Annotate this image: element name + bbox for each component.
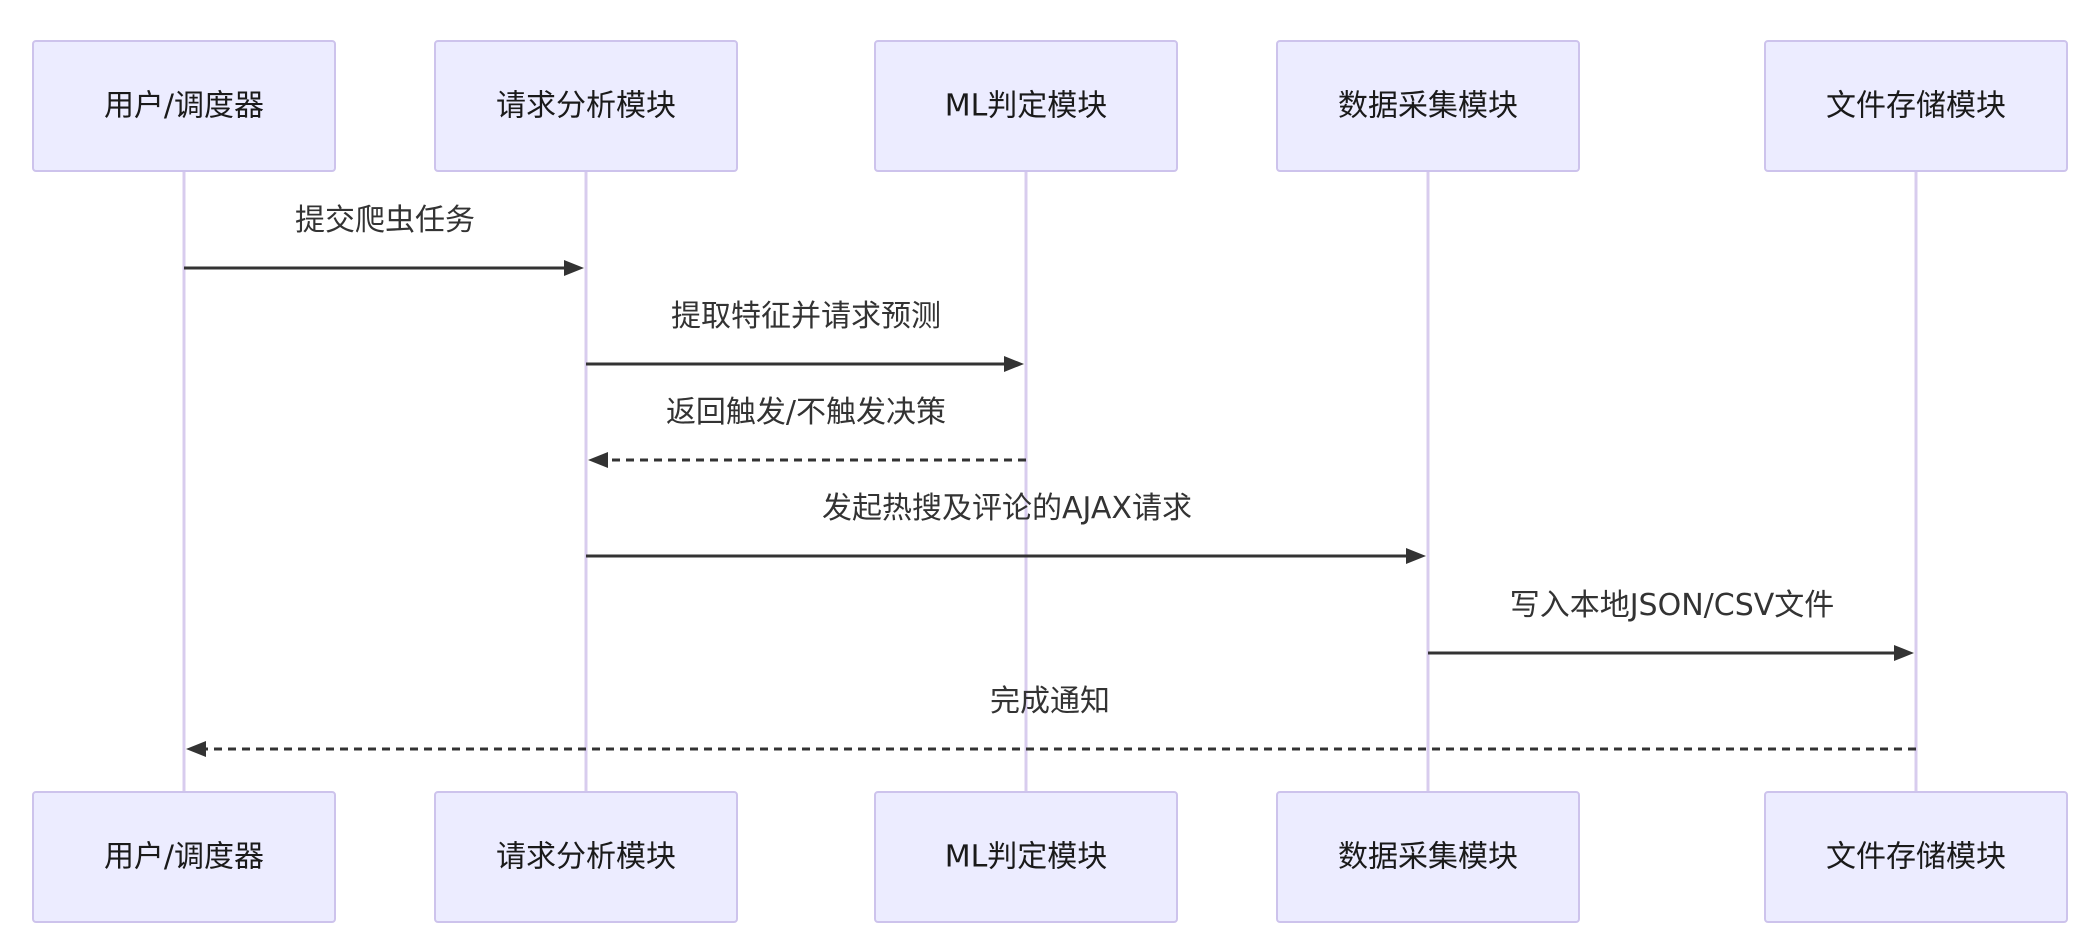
actor-label: 用户/调度器 — [104, 89, 264, 124]
actors-bottom: 用户/调度器 请求分析模块 ML判定模块 数据采集模块 文件存储模块 — [32, 791, 2068, 923]
actor-box — [1764, 40, 2068, 172]
actor-box — [32, 40, 336, 172]
actor-box — [434, 40, 738, 172]
actor-label: 请求分析模块 — [496, 840, 676, 875]
arrowhead-icon — [564, 260, 584, 276]
message-label: 完成通知 — [990, 684, 1110, 719]
arrowhead-icon — [1406, 548, 1426, 564]
actor-label: 文件存储模块 — [1826, 89, 2006, 124]
message-label: 提交爬虫任务 — [295, 203, 475, 238]
actor-user-bottom: 用户/调度器 — [32, 791, 336, 923]
actor-analyzer-top: 请求分析模块 — [434, 40, 738, 172]
actor-label: 数据采集模块 — [1338, 89, 1518, 124]
actor-box — [434, 791, 738, 923]
message-4: 发起热搜及评论的AJAX请求 — [586, 491, 1426, 564]
actor-analyzer-bottom: 请求分析模块 — [434, 791, 738, 923]
message-5: 写入本地JSON/CSV文件 — [1428, 588, 1914, 661]
message-6: 完成通知 — [186, 684, 1916, 757]
actor-label: 文件存储模块 — [1826, 840, 2006, 875]
arrowhead-icon — [1894, 645, 1914, 661]
arrowhead-icon — [1004, 356, 1024, 372]
actor-user-top: 用户/调度器 — [32, 40, 336, 172]
lifelines — [182, 171, 1918, 792]
actor-label: 用户/调度器 — [104, 840, 264, 875]
actor-storage-bottom: 文件存储模块 — [1764, 791, 2068, 923]
arrowhead-icon — [186, 741, 206, 757]
actor-box — [1276, 791, 1580, 923]
actors-top: 用户/调度器 请求分析模块 ML判定模块 数据采集模块 文件存储模块 — [32, 40, 2068, 172]
actor-box — [874, 40, 1178, 172]
message-2: 提取特征并请求预测 — [586, 299, 1024, 372]
actor-box — [1764, 791, 2068, 923]
actor-collector-bottom: 数据采集模块 — [1276, 791, 1580, 923]
actor-label: 请求分析模块 — [496, 89, 676, 124]
actor-label: ML判定模块 — [945, 840, 1108, 875]
actor-ml-bottom: ML判定模块 — [874, 791, 1178, 923]
actor-collector-top: 数据采集模块 — [1276, 40, 1580, 172]
actor-label: ML判定模块 — [945, 89, 1108, 124]
message-label: 返回触发/不触发决策 — [666, 395, 946, 430]
actor-box — [874, 791, 1178, 923]
message-1: 提交爬虫任务 — [184, 203, 584, 276]
actor-box — [1276, 40, 1580, 172]
message-label: 提取特征并请求预测 — [671, 299, 941, 334]
message-3: 返回触发/不触发决策 — [588, 395, 1026, 468]
actor-box — [32, 791, 336, 923]
actor-ml-top: ML判定模块 — [874, 40, 1178, 172]
messages: 提交爬虫任务提取特征并请求预测返回触发/不触发决策发起热搜及评论的AJAX请求写… — [184, 203, 1916, 757]
message-label: 发起热搜及评论的AJAX请求 — [822, 491, 1192, 526]
actor-storage-top: 文件存储模块 — [1764, 40, 2068, 172]
arrowhead-icon — [588, 452, 608, 468]
message-label: 写入本地JSON/CSV文件 — [1510, 588, 1835, 623]
actor-label: 数据采集模块 — [1338, 840, 1518, 875]
